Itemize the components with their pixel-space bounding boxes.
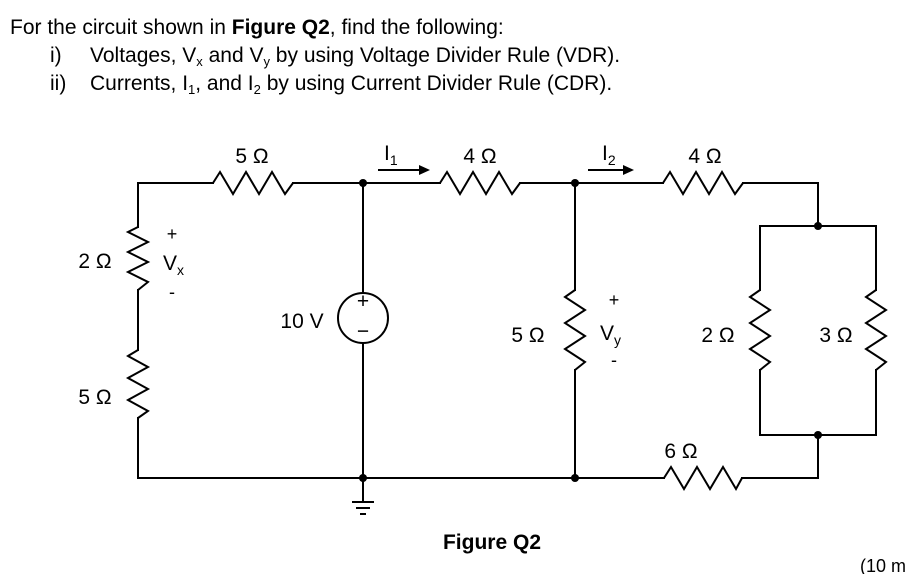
vx-minus: - [169, 282, 175, 302]
label-r-bottom: 6 Ω [664, 440, 697, 463]
resistor-bottom [663, 465, 743, 492]
resistor-top-mid [439, 170, 521, 196]
item-2-text-b: , and I [195, 72, 254, 95]
wire-bottom-right [741, 434, 819, 479]
wires [137, 182, 877, 503]
item-1-text-a: Voltages, V [90, 44, 197, 67]
resistor-top-left [212, 170, 294, 196]
vy-label: Vy [600, 322, 621, 348]
label-r-parallel-right: 3 Ω [819, 324, 852, 347]
question-intro: For the circuit shown in Figure Q2, find… [10, 16, 504, 40]
junction-dot [814, 431, 822, 439]
vx-plus: + [167, 224, 178, 244]
item-1-text-c: by using Voltage Divider Rule (VDR). [269, 44, 621, 67]
junction-dot [359, 179, 367, 187]
item-2-sub-1: 1 [188, 82, 196, 97]
i1-label: I1 [384, 142, 398, 168]
intro-text-end: , find the following: [329, 16, 504, 39]
vx-label: Vx [163, 252, 184, 278]
figure-caption: Figure Q2 [443, 531, 541, 554]
item-1-number: i) [50, 44, 62, 67]
label-r-left-upper: 2 Ω [78, 250, 111, 273]
item-1-text-b: and V [202, 44, 264, 67]
resistor-left-lower [125, 349, 151, 419]
ground-icon [352, 501, 374, 515]
voltage-source-plus: + [357, 290, 369, 313]
vy-plus: + [609, 290, 620, 310]
voltage-source: + − [337, 290, 389, 344]
wire-parallel-bottom [759, 369, 877, 436]
junction-dot [814, 222, 822, 230]
current-arrow-i1 [378, 165, 430, 175]
voltage-source-minus: − [357, 320, 369, 343]
label-r-top-right: 4 Ω [688, 145, 721, 168]
voltage-source-circle [337, 292, 389, 344]
label-source-voltage: 10 V [280, 310, 323, 333]
intro-figure-ref: Figure Q2 [231, 16, 330, 39]
label-r-parallel-left: 2 Ω [701, 324, 734, 347]
item-2-number: ii) [50, 72, 67, 95]
resistor-mid-vertical [563, 289, 587, 371]
resistor-top-right [662, 170, 744, 196]
label-r-top-mid: 4 Ω [463, 145, 496, 168]
question-item-1: i) Voltages, Vx and Vy by using Voltage D… [50, 44, 620, 68]
wire-parallel-top [759, 225, 877, 291]
wire-top-left [137, 182, 214, 228]
junction-dot [571, 474, 579, 482]
current-arrow-i2 [588, 165, 634, 175]
question-item-2: ii) Currents, I1, and I2 by using Current… [50, 72, 612, 96]
wire-top-right [742, 182, 819, 227]
vy-minus: - [611, 350, 617, 370]
label-r-mid-vertical: 5 Ω [511, 324, 544, 347]
junctions [359, 179, 822, 482]
resistor-left-upper [125, 226, 151, 291]
item-2-text-a: Currents, I [90, 72, 189, 95]
junction-dot [359, 474, 367, 482]
item-2-text-c: by using Current Divider Rule (CDR). [260, 72, 613, 95]
label-r-left-lower: 5 Ω [78, 386, 111, 409]
label-r-top-left: 5 Ω [235, 145, 268, 168]
i2-label: I2 [602, 142, 616, 168]
item-2-sub-2: 2 [253, 82, 261, 97]
resistor-parallel-right [864, 289, 888, 371]
item-1-sub-x: x [196, 54, 203, 69]
marks-label: (10 m [860, 556, 906, 574]
item-1-sub-y: y [263, 54, 270, 69]
wire-bottom-left [137, 417, 665, 479]
intro-text: For the circuit shown in [10, 16, 232, 39]
junction-dot [571, 179, 579, 187]
resistor-parallel-left [748, 289, 772, 371]
